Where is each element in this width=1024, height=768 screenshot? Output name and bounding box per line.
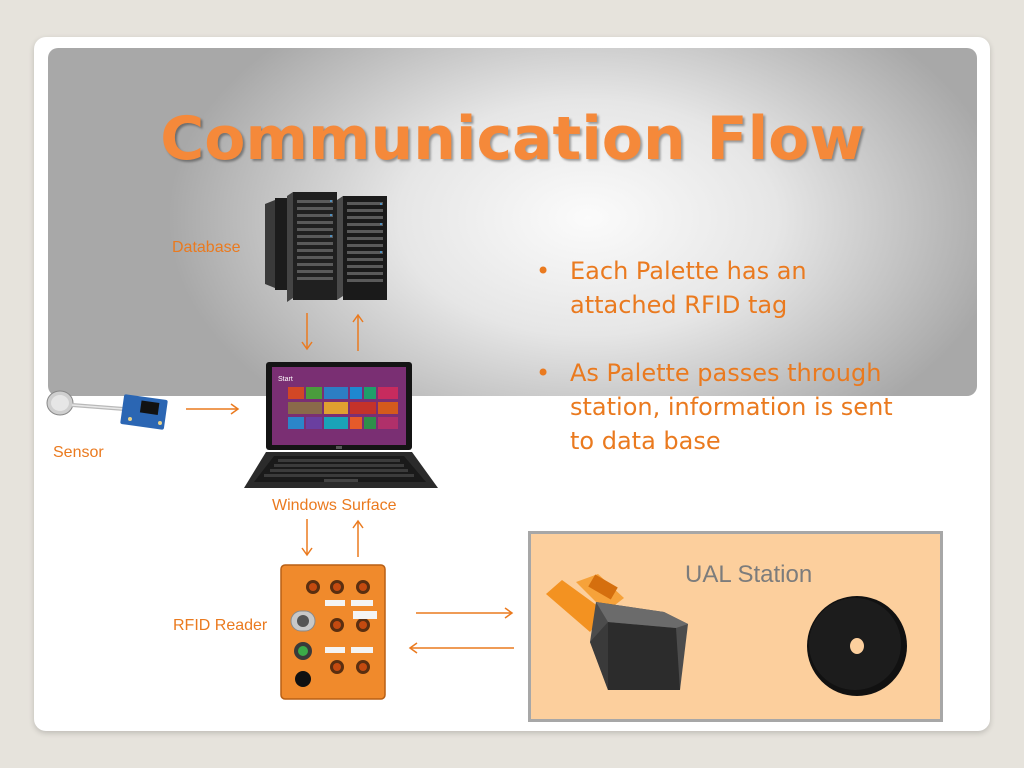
arrow-icon bbox=[408, 642, 514, 654]
database-label: Database bbox=[172, 239, 241, 256]
sensor-icon bbox=[46, 390, 168, 430]
inductive-sensor-icon bbox=[546, 574, 688, 690]
tablet-computer-icon: Start bbox=[244, 362, 438, 488]
header-band bbox=[48, 48, 977, 396]
bullet-dot: • bbox=[536, 359, 551, 387]
rfid-reader-icon bbox=[280, 564, 386, 700]
bullet-item: • Each Palette has an attached RFID tag bbox=[536, 254, 906, 322]
station-label: UAL Station bbox=[685, 561, 813, 588]
slide-title: Communication Flow bbox=[160, 104, 865, 174]
sensor-label: Sensor bbox=[53, 444, 104, 461]
rfid-tag-icon bbox=[807, 596, 907, 696]
bullet-text: As Palette passes through station, infor… bbox=[570, 359, 893, 455]
arrow-icon bbox=[301, 519, 313, 557]
svg-text:Start: Start bbox=[278, 376, 293, 383]
arrow-icon bbox=[416, 607, 514, 619]
arrow-icon bbox=[352, 313, 364, 351]
rfid-reader-label: RFID Reader bbox=[173, 617, 268, 634]
bullet-text: Each Palette has an attached RFID tag bbox=[570, 257, 807, 319]
bullet-list: • Each Palette has an attached RFID tag … bbox=[536, 254, 906, 492]
bullet-item: • As Palette passes through station, inf… bbox=[536, 356, 906, 458]
arrow-icon bbox=[301, 313, 313, 351]
arrow-icon bbox=[352, 519, 364, 557]
bullet-dot: • bbox=[536, 257, 551, 285]
surface-label: Windows Surface bbox=[272, 497, 397, 514]
arrow-icon bbox=[186, 403, 240, 415]
server-rack-icon bbox=[265, 192, 387, 302]
